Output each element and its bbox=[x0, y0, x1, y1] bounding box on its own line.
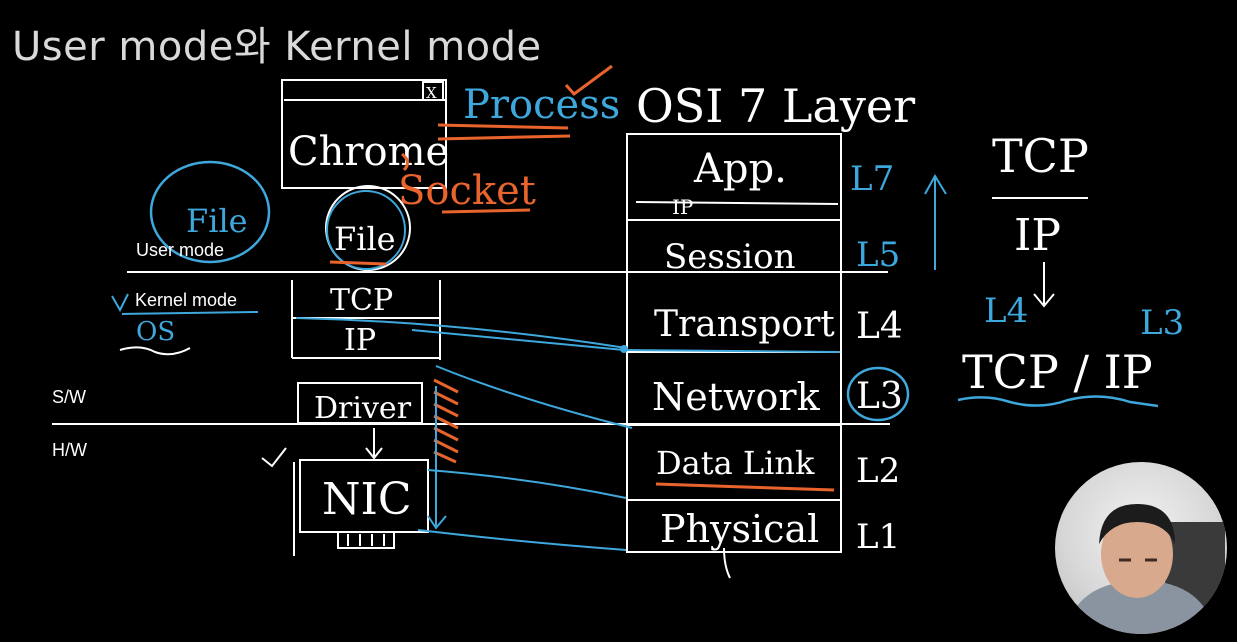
kernel-mode-underline bbox=[121, 311, 259, 315]
software-label: S/W bbox=[52, 387, 86, 407]
kernel-mode-label: Kernel mode bbox=[135, 290, 237, 310]
tcp-fraction-bottom: IP bbox=[1014, 210, 1061, 261]
process-checkmark-icon bbox=[564, 64, 613, 97]
level-l2: L2 bbox=[856, 451, 900, 491]
level-l4: L4 bbox=[856, 306, 903, 347]
side-l4: L4 bbox=[984, 291, 1028, 331]
osi-layer-transport: Transport bbox=[654, 304, 835, 345]
socket-marker bbox=[401, 152, 409, 172]
driver-box bbox=[297, 382, 423, 424]
osi-layer-session: Session bbox=[664, 237, 796, 277]
driver-to-nic-arrow bbox=[365, 428, 383, 460]
up-arrow bbox=[924, 174, 947, 270]
level-l7: L7 bbox=[850, 159, 894, 199]
nic-label: NIC bbox=[322, 474, 412, 525]
tcp-fraction-top: TCP bbox=[992, 129, 1089, 183]
fraction-down-arrow bbox=[1033, 262, 1055, 308]
tcp-ip-label: TCP / IP bbox=[962, 345, 1153, 399]
socket-label: Socket bbox=[398, 168, 536, 214]
process-underline bbox=[437, 123, 571, 141]
datalink-underline bbox=[655, 482, 835, 492]
file-label-left: File bbox=[186, 202, 248, 240]
hardware-label: H/W bbox=[52, 440, 87, 460]
window-close-icon: X bbox=[426, 84, 437, 102]
level-l5: L5 bbox=[856, 235, 900, 275]
socket-underline bbox=[441, 208, 531, 214]
user-mode-label: User mode bbox=[136, 240, 224, 260]
osi-layer-datalink: Data Link bbox=[656, 444, 815, 482]
page-title: User mode와 Kernel mode bbox=[12, 24, 542, 70]
side-l3: L3 bbox=[1140, 303, 1184, 343]
nic-card bbox=[293, 459, 429, 556]
osi-layer-app: App. bbox=[693, 146, 787, 192]
level-l3: L3 bbox=[856, 376, 903, 417]
boundary-hatch bbox=[433, 378, 459, 464]
kernel-checkmark-icon bbox=[111, 293, 129, 313]
connection-lines bbox=[295, 317, 633, 551]
level-l3-circle bbox=[846, 366, 910, 422]
osi-layer-network: Network bbox=[652, 375, 821, 419]
file-circle-blue bbox=[326, 190, 406, 270]
boundary-arrow bbox=[427, 386, 447, 530]
os-underline bbox=[119, 346, 191, 356]
osi-stack bbox=[626, 133, 842, 553]
file-circle-white bbox=[325, 185, 411, 271]
osi-title: OSI 7 Layer bbox=[636, 79, 915, 133]
chrome-window bbox=[281, 79, 447, 189]
presenter-webcam bbox=[1055, 462, 1227, 634]
osi-ip-small: IP bbox=[672, 195, 693, 219]
file-underline bbox=[329, 260, 387, 266]
os-label: OS bbox=[136, 317, 175, 347]
file-circle-left bbox=[149, 160, 271, 264]
chrome-label: Chrome bbox=[288, 129, 449, 175]
physical-tail bbox=[723, 547, 731, 579]
app-internal-line bbox=[635, 201, 839, 205]
file-label-center: File bbox=[334, 220, 396, 258]
presenter-avatar bbox=[1065, 504, 1225, 634]
driver-label: Driver bbox=[314, 391, 412, 426]
transport-network-blue-line bbox=[626, 349, 841, 353]
tcp-label: TCP bbox=[330, 283, 393, 318]
ip-label: IP bbox=[344, 323, 376, 358]
tcp-ip-underline bbox=[957, 395, 1159, 408]
osi-layer-physical: Physical bbox=[660, 507, 819, 551]
nic-checkmark-icon bbox=[261, 447, 287, 468]
level-l1: L1 bbox=[856, 517, 900, 557]
process-label: Process bbox=[463, 82, 620, 128]
